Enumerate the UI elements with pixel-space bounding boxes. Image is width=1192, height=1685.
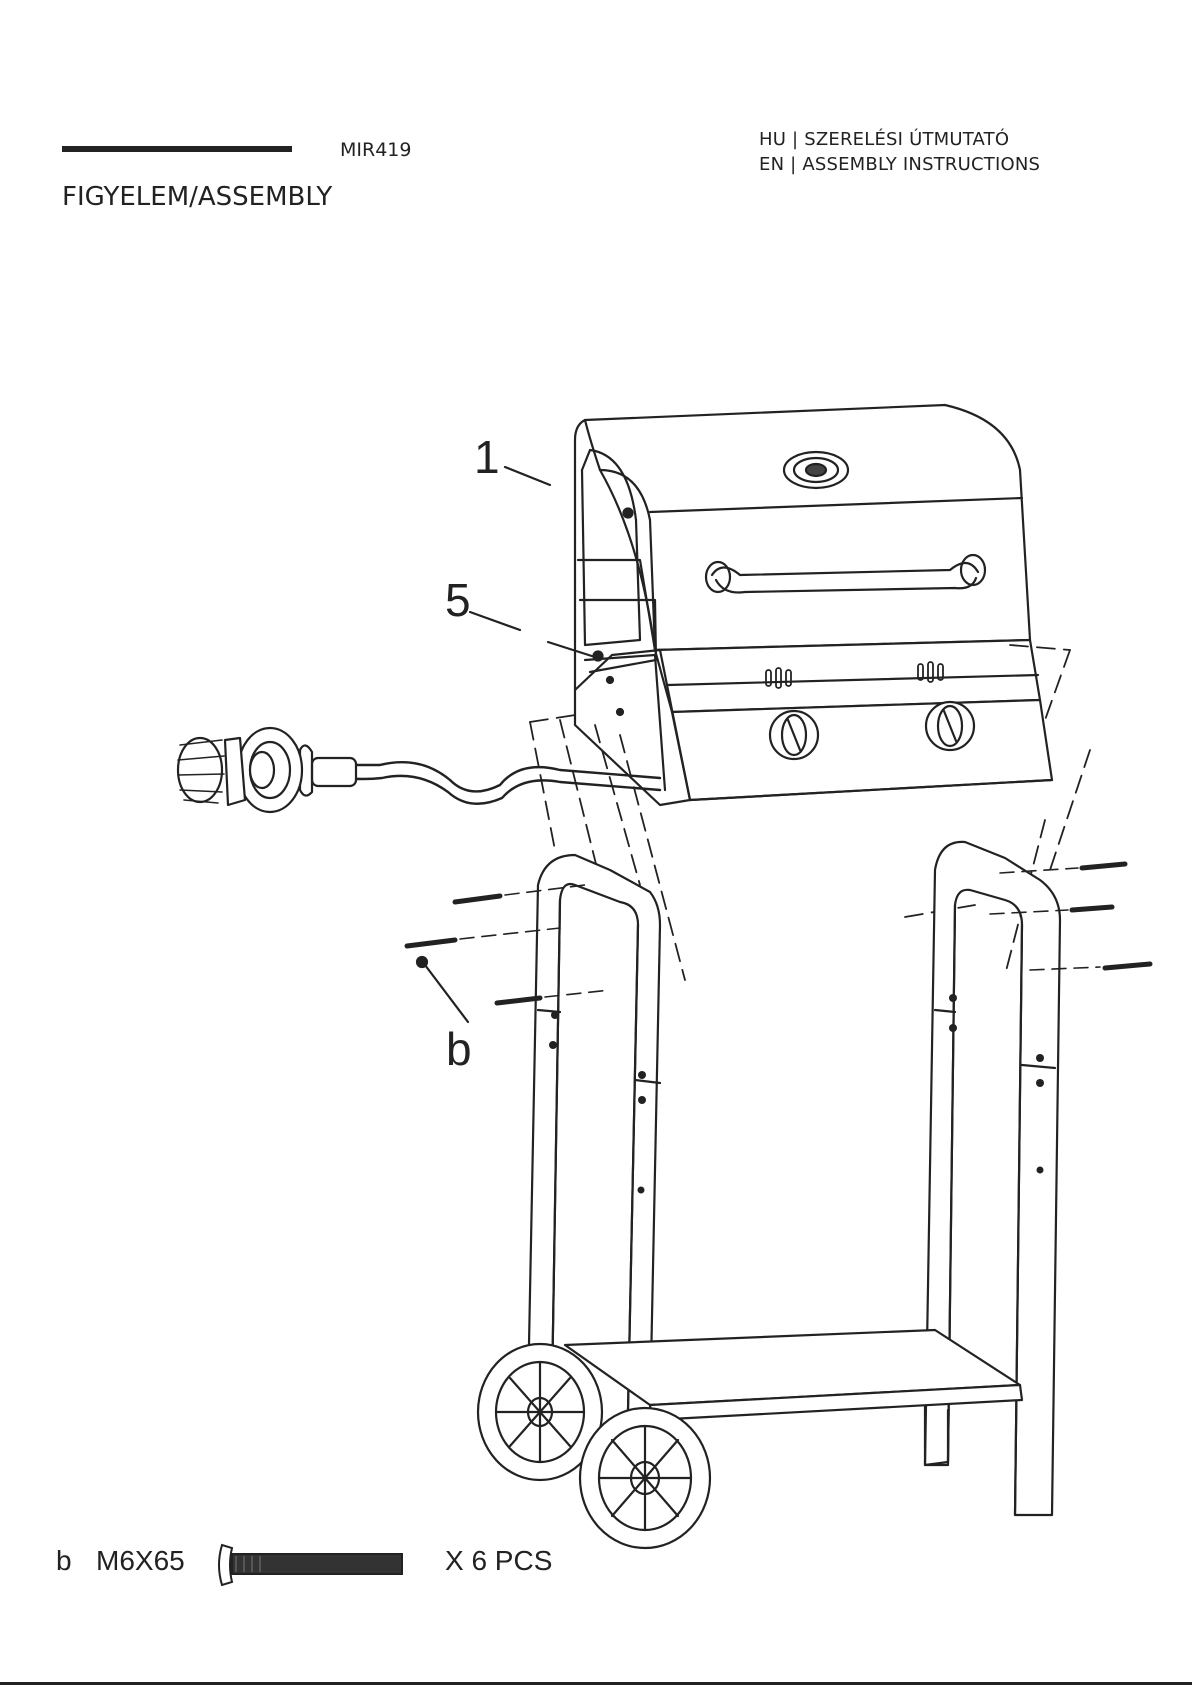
cart-frame-left bbox=[528, 855, 660, 1415]
bolts-right bbox=[1072, 864, 1150, 968]
leader-5 bbox=[470, 612, 598, 658]
parts-list-quantity: X 6 PCS bbox=[445, 1545, 552, 1577]
gas-regulator-hose bbox=[178, 728, 660, 812]
wheel-front bbox=[580, 1408, 710, 1548]
bolt-icon bbox=[219, 1545, 402, 1585]
callout-part-5: 5 bbox=[445, 573, 471, 627]
parts-list-spec: M6X65 bbox=[96, 1545, 185, 1577]
leader-1 bbox=[505, 467, 550, 485]
parts-list-letter: b bbox=[56, 1545, 72, 1577]
bolts-left bbox=[407, 896, 540, 1003]
leader-b bbox=[425, 965, 468, 1022]
cart-frame-right bbox=[925, 842, 1060, 1515]
callout-part-b: b bbox=[446, 1022, 472, 1076]
callout-part-1: 1 bbox=[474, 430, 500, 484]
frame-holes bbox=[549, 994, 1044, 1194]
